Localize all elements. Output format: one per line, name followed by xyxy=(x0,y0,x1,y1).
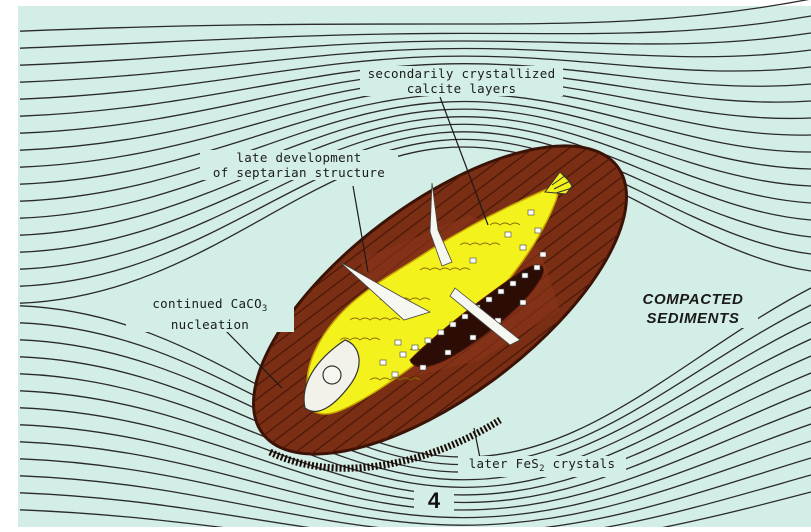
label-calcite-layers: secondarily crystallized calcite layers xyxy=(360,66,563,96)
crystal xyxy=(420,365,426,370)
label-calcite-line2: calcite layers xyxy=(364,81,559,96)
fes2-suffix: crystals xyxy=(545,456,615,471)
crystal xyxy=(438,330,444,335)
crystal xyxy=(522,273,528,278)
label-sediments-line2: SEDIMENTS xyxy=(628,309,758,328)
label-septarian: late development of septarian structure xyxy=(200,150,398,180)
crystal xyxy=(400,352,406,357)
label-caco3-nucleation: continued CaCO3 nucleation xyxy=(126,296,294,332)
crystal xyxy=(520,245,526,250)
label-compacted-sediments: COMPACTED SEDIMENTS xyxy=(628,290,758,328)
figure-number: 4 xyxy=(414,488,454,514)
fes2-text: later FeS xyxy=(469,456,539,471)
caco3-subscript: 3 xyxy=(262,304,268,314)
crystal xyxy=(486,297,492,302)
label-caco3-line2: nucleation xyxy=(130,317,290,332)
crystal xyxy=(450,322,456,327)
caco3-text: continued CaCO xyxy=(152,296,262,311)
crystal xyxy=(520,300,526,305)
crystal xyxy=(412,345,418,350)
crystal xyxy=(534,265,540,270)
crystal xyxy=(395,340,401,345)
crystal xyxy=(528,210,534,215)
crystal xyxy=(470,335,476,340)
label-septarian-line2: of septarian structure xyxy=(204,165,394,180)
fish-eye xyxy=(323,366,341,384)
label-calcite-line1: secondarily crystallized xyxy=(364,66,559,81)
crystal xyxy=(425,338,431,343)
crystal xyxy=(445,350,451,355)
label-sediments-line1: COMPACTED xyxy=(628,290,758,309)
label-septarian-line1: late development xyxy=(204,150,394,165)
crystal xyxy=(392,372,398,377)
crystal xyxy=(510,281,516,286)
label-fes2-crystals: later FeS2 crystals xyxy=(458,456,626,477)
crystal xyxy=(498,289,504,294)
crystal xyxy=(470,258,476,263)
crystal xyxy=(462,314,468,319)
crystal xyxy=(380,360,386,365)
crystal xyxy=(505,232,511,237)
crystal xyxy=(535,228,541,233)
crystal xyxy=(540,252,546,257)
label-caco3-line1: continued CaCO3 xyxy=(130,296,290,317)
